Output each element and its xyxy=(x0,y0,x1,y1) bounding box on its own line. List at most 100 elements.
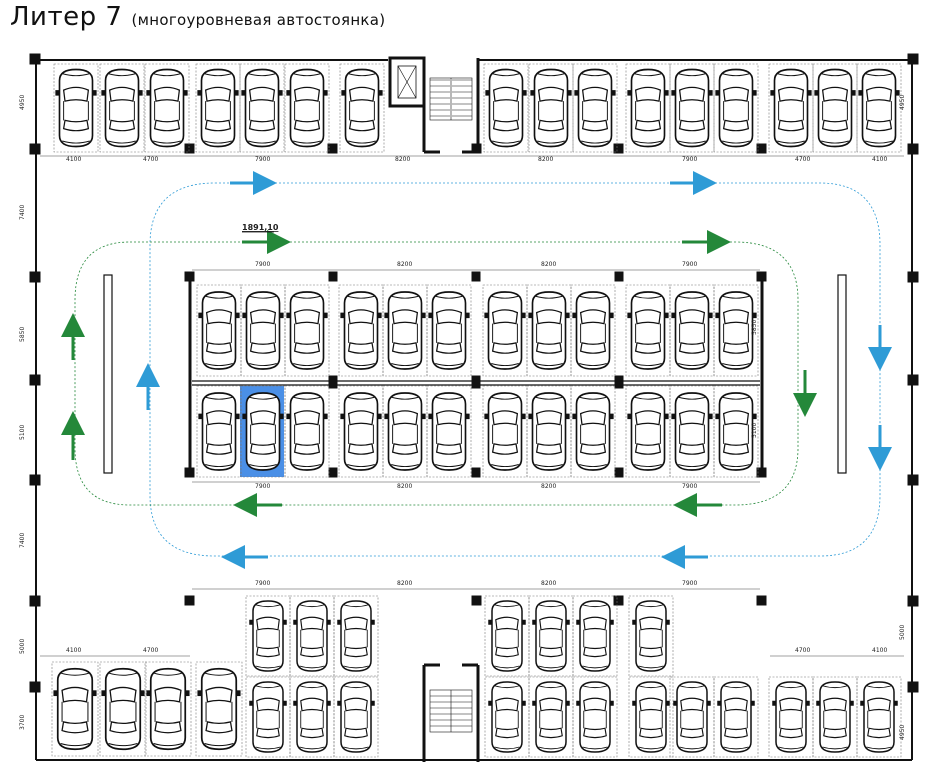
car-icon[interactable] xyxy=(483,291,527,370)
parking-spot-outline xyxy=(195,63,241,153)
car-icon[interactable] xyxy=(383,392,427,471)
car-icon[interactable] xyxy=(145,667,191,751)
car-icon[interactable] xyxy=(575,600,615,672)
car-icon[interactable] xyxy=(857,68,901,148)
parking-spot-outline xyxy=(713,385,759,478)
car-icon[interactable] xyxy=(248,600,288,672)
dim-text: 7900 xyxy=(682,156,697,163)
parking-spot-outline xyxy=(628,595,674,677)
dim-text: 7900 xyxy=(682,580,697,587)
dim-text: 4100 xyxy=(66,156,81,163)
car-icon[interactable] xyxy=(292,600,332,672)
car-icon[interactable] xyxy=(859,681,899,753)
car-icon[interactable] xyxy=(531,600,571,672)
car-icon[interactable] xyxy=(340,68,384,148)
car-icon[interactable] xyxy=(626,68,670,148)
dim-text: 8200 xyxy=(397,483,412,490)
car-icon[interactable] xyxy=(197,291,241,370)
car-icon[interactable] xyxy=(670,68,714,148)
parking-spot-outline xyxy=(713,284,759,377)
car-icon[interactable] xyxy=(531,681,571,753)
dim-text: 4700 xyxy=(143,647,158,654)
car-icon[interactable] xyxy=(427,291,471,370)
car-icon[interactable] xyxy=(196,68,240,148)
dim-text: 7900 xyxy=(255,580,270,587)
car-icon[interactable] xyxy=(714,68,758,148)
car-icon[interactable] xyxy=(52,667,98,751)
dimensions: 4100 4700 7900 8200 8200 7900 4700 4100 … xyxy=(19,95,906,740)
car-icon[interactable] xyxy=(241,291,285,370)
car-icon[interactable] xyxy=(631,600,671,672)
car-icon[interactable] xyxy=(484,68,528,148)
parking-spot-outline xyxy=(768,63,814,153)
car-icon[interactable] xyxy=(571,291,615,370)
car-icon[interactable] xyxy=(285,392,329,471)
dim-text: 8200 xyxy=(397,580,412,587)
car-icon[interactable] xyxy=(339,291,383,370)
parking-spot-outline xyxy=(483,63,529,153)
car-icon[interactable] xyxy=(571,392,615,471)
dim-text: 5100 xyxy=(751,423,758,438)
circulation-path xyxy=(74,182,881,557)
dim-text: 4950 xyxy=(19,95,26,110)
car-icon[interactable] xyxy=(487,681,527,753)
car-icon[interactable] xyxy=(813,68,857,148)
car-icon[interactable] xyxy=(336,681,376,753)
dim-text: 4700 xyxy=(795,647,810,654)
car-icon[interactable] xyxy=(241,392,285,471)
dim-text: 8200 xyxy=(538,156,553,163)
car-icon[interactable] xyxy=(672,681,712,753)
car-icon[interactable] xyxy=(716,681,756,753)
car-icon[interactable] xyxy=(487,600,527,672)
parking-spot-outline xyxy=(284,284,330,377)
top-stairwell xyxy=(388,56,480,154)
dim-text: 4700 xyxy=(795,156,810,163)
car-icon[interactable] xyxy=(248,681,288,753)
car-icon[interactable] xyxy=(145,68,189,148)
car-icon[interactable] xyxy=(100,667,146,751)
elevation-label: 1891,10 xyxy=(242,223,279,232)
car-icon[interactable] xyxy=(527,392,571,471)
parking-spots xyxy=(51,63,902,758)
car-icon[interactable] xyxy=(529,68,573,148)
parking-spot-outline xyxy=(628,676,674,758)
car-icon[interactable] xyxy=(197,392,241,471)
car-icon[interactable] xyxy=(631,681,671,753)
parking-spot-outline xyxy=(284,385,330,478)
center-island xyxy=(184,271,767,478)
car-icon[interactable] xyxy=(769,68,813,148)
car-icon[interactable] xyxy=(292,681,332,753)
dim-text: 4100 xyxy=(66,647,81,654)
car-icon[interactable] xyxy=(670,291,714,370)
car-icon[interactable] xyxy=(573,68,617,148)
parking-spot-outline xyxy=(570,385,616,478)
parking-spot-outline xyxy=(426,385,472,478)
dim-text: 4950 xyxy=(899,95,906,110)
dim-text: 7900 xyxy=(255,483,270,490)
dim-text: 4950 xyxy=(899,725,906,740)
car-icon[interactable] xyxy=(527,291,571,370)
car-icon[interactable] xyxy=(771,681,811,753)
car-icon[interactable] xyxy=(575,681,615,753)
car-icon[interactable] xyxy=(626,392,670,471)
car-icon[interactable] xyxy=(383,291,427,370)
car-icon[interactable] xyxy=(427,392,471,471)
car-icon[interactable] xyxy=(483,392,527,471)
car-icon[interactable] xyxy=(670,392,714,471)
parking-spot-outline xyxy=(426,284,472,377)
car-icon[interactable] xyxy=(285,68,329,148)
car-icon[interactable] xyxy=(336,600,376,672)
car-icon[interactable] xyxy=(100,68,144,148)
parking-spot-outline xyxy=(284,63,330,153)
parking-spot-outline xyxy=(239,63,285,153)
dim-text: 4100 xyxy=(872,647,887,654)
car-icon[interactable] xyxy=(285,291,329,370)
car-icon[interactable] xyxy=(626,291,670,370)
parking-spot-outline xyxy=(51,661,99,757)
car-icon[interactable] xyxy=(240,68,284,148)
car-icon[interactable] xyxy=(815,681,855,753)
car-icon[interactable] xyxy=(339,392,383,471)
parking-spot-outline xyxy=(99,661,147,757)
car-icon[interactable] xyxy=(54,68,98,148)
car-icon[interactable] xyxy=(196,667,242,751)
